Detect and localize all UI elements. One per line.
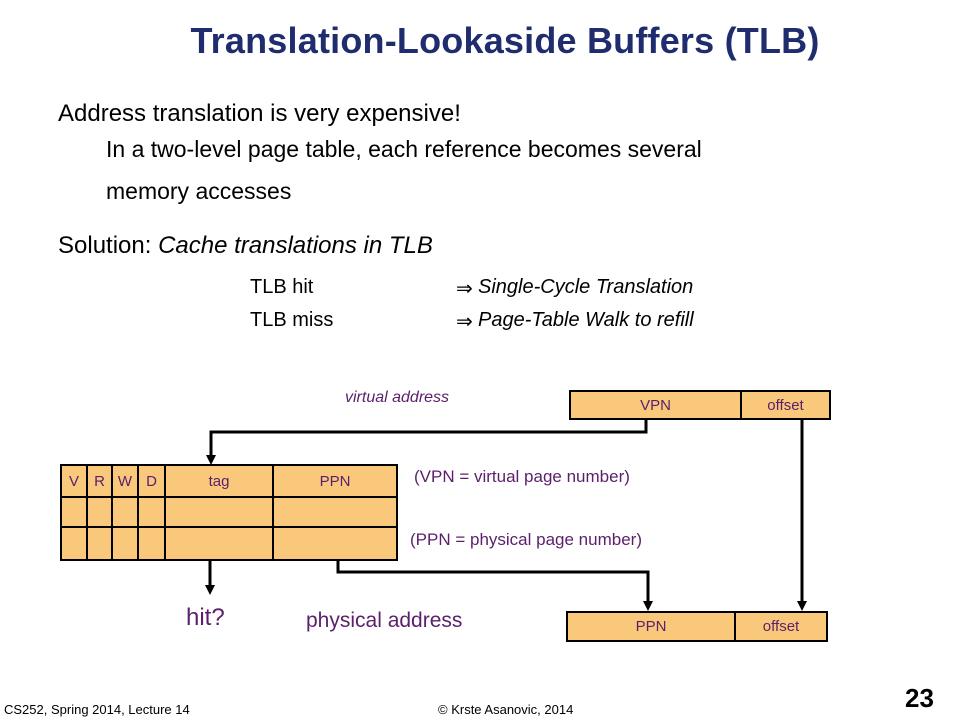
- sub-bullet-two-level: In a two-level page table, each referenc…: [106, 136, 702, 162]
- tlb-cell: [164, 526, 274, 561]
- tlb-cell: [272, 526, 398, 561]
- physical-address-label: physical address: [306, 609, 463, 632]
- tlb-miss-result: Page-Table Walk to refill: [478, 309, 694, 331]
- hit-label: hit?: [186, 604, 225, 631]
- copyright-footer: © Krste Asanovic, 2014: [438, 702, 574, 717]
- solution-italic: Cache translations in TLB: [158, 232, 433, 259]
- vpn-to-tlb-arrow: [206, 420, 648, 465]
- sub-bullet-memory-accesses: memory accesses: [106, 178, 292, 204]
- tlb-header-r: R: [86, 464, 113, 498]
- virtual-offset-field: offset: [740, 390, 831, 420]
- bullet-solution: Solution: Cache translations in TLB: [58, 232, 433, 260]
- virtual-address-label: virtual address: [345, 389, 450, 406]
- tlb-cell: [111, 496, 139, 528]
- tlb-hit-result: Single-Cycle Translation: [478, 276, 694, 298]
- tlb-hit-arrow-icon: ⇒: [456, 278, 473, 300]
- tlb-header-w: W: [111, 464, 139, 498]
- vpn-note: (VPN = virtual page number): [414, 467, 630, 486]
- ppn-note: (PPN = physical page number): [410, 530, 642, 549]
- bullet-address-translation: Address translation is very expensive!: [58, 100, 461, 127]
- physical-offset-field: offset: [734, 611, 828, 642]
- tlb-miss-arrow-icon: ⇒: [456, 311, 473, 333]
- slide-title: Translation-Lookaside Buffers (TLB): [190, 20, 820, 61]
- tlb-header-ppn: PPN: [272, 464, 398, 498]
- tlb-miss-label: TLB miss: [250, 309, 334, 331]
- course-footer: CS252, Spring 2014, Lecture 14: [4, 702, 190, 717]
- physical-ppn-field: PPN: [566, 611, 736, 642]
- ppn-to-physical-arrow: [336, 561, 653, 611]
- slide-number: 23: [905, 683, 934, 713]
- virtual-vpn-field: VPN: [569, 390, 742, 420]
- tlb-hit-label: TLB hit: [250, 276, 314, 298]
- solution-prefix: Solution:: [58, 232, 159, 259]
